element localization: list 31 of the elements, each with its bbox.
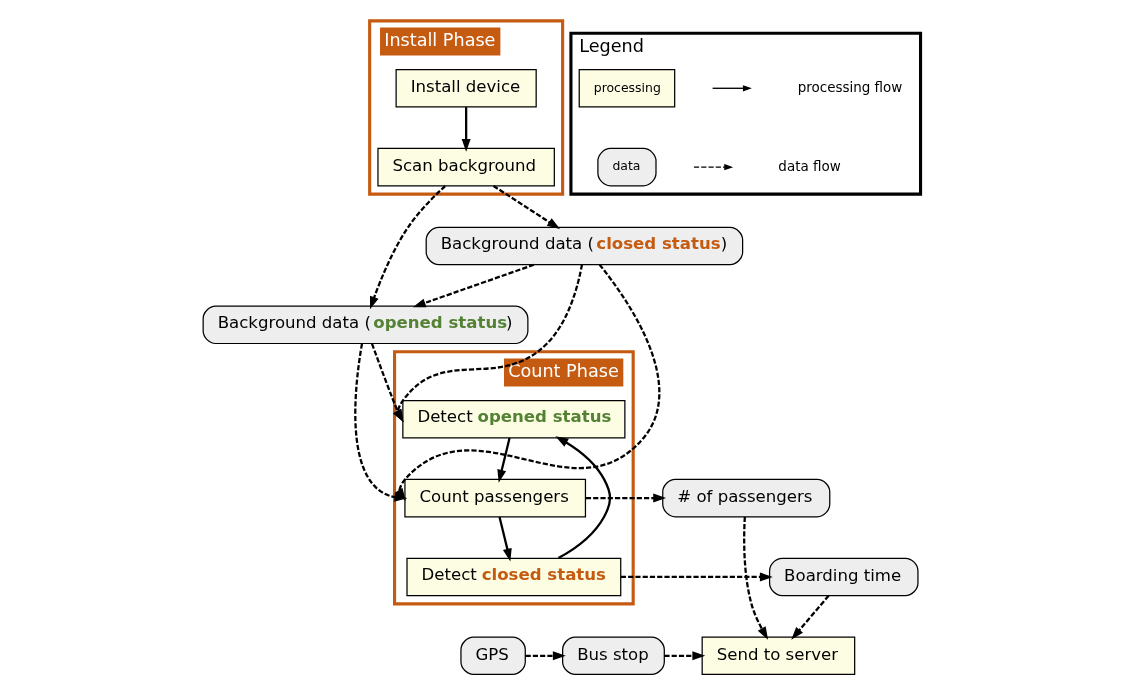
node-box: Install device — [395, 69, 537, 108]
node-box: Count passengers — [403, 478, 586, 518]
node-box: Detect closed status — [405, 557, 621, 597]
arrow — [370, 343, 403, 423]
arrow — [585, 493, 666, 503]
node-box: GPS — [459, 636, 526, 676]
arrow — [663, 651, 705, 661]
node-box: Background data (opened status) — [202, 305, 528, 345]
node-box: Send to server — [701, 636, 855, 676]
node-box: Bus stop — [561, 636, 665, 676]
node-box: data — [596, 147, 657, 187]
arrow — [461, 107, 471, 152]
node-box: processing — [578, 69, 675, 108]
node-box: Background data (closed status) — [425, 226, 743, 266]
arrow — [497, 516, 512, 562]
node-box: Scan background — [376, 147, 555, 187]
arrow — [554, 436, 611, 560]
arrow — [525, 651, 566, 661]
arrow — [496, 437, 511, 483]
node-box: Boarding time — [768, 557, 919, 597]
arrow — [369, 185, 446, 310]
arrow — [492, 185, 560, 230]
legend-label: data flow — [777, 157, 841, 174]
arrow — [790, 595, 829, 640]
arrow — [742, 516, 768, 640]
node-box: # of passengers — [661, 478, 830, 518]
arrow — [620, 572, 773, 582]
arrow — [412, 263, 534, 308]
legend-label: processing flow — [797, 78, 902, 95]
arrow — [392, 264, 583, 423]
node-box: Detect opened status — [401, 399, 625, 439]
